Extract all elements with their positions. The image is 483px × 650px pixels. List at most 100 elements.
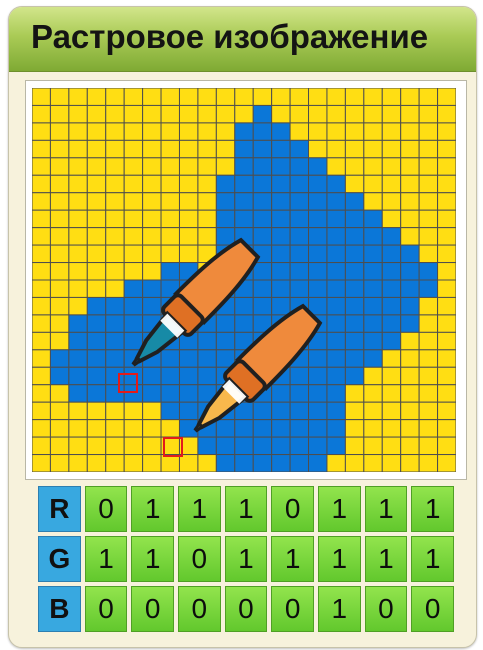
pixel-cell bbox=[309, 350, 327, 367]
pixel-cell bbox=[235, 315, 253, 332]
pixel-cell bbox=[364, 228, 382, 245]
pixel-cell bbox=[50, 175, 68, 192]
pixel-cell bbox=[50, 385, 68, 402]
pixel-cell bbox=[198, 455, 216, 472]
pixel-cell bbox=[290, 175, 308, 192]
pixel-cell bbox=[161, 455, 179, 472]
pixel-cell bbox=[382, 123, 400, 140]
pixel-cell bbox=[235, 402, 253, 419]
bit-cell: 0 bbox=[411, 586, 454, 632]
pixel-cell bbox=[309, 263, 327, 280]
pixel-cell bbox=[419, 210, 437, 227]
pixel-cell bbox=[69, 455, 87, 472]
pixel-cell bbox=[106, 420, 124, 437]
pixel-cell bbox=[32, 193, 50, 210]
pixel-cell bbox=[345, 385, 363, 402]
pixel-cell bbox=[272, 88, 290, 105]
pixel-cell bbox=[401, 367, 419, 384]
pixel-cell bbox=[345, 367, 363, 384]
pixel-cell bbox=[382, 228, 400, 245]
pixel-cell bbox=[143, 402, 161, 419]
pixel-cell bbox=[124, 193, 142, 210]
pixel-cell bbox=[124, 88, 142, 105]
pixel-cell bbox=[216, 350, 234, 367]
pixel-cell bbox=[216, 385, 234, 402]
pixel-cell bbox=[87, 158, 105, 175]
pixel-cell bbox=[327, 437, 345, 454]
pixel-cell bbox=[419, 88, 437, 105]
pixel-cell bbox=[364, 332, 382, 349]
pixel-cell bbox=[382, 158, 400, 175]
pixel-cell bbox=[50, 140, 68, 157]
pixel-cell bbox=[216, 455, 234, 472]
pixel-cell bbox=[161, 420, 179, 437]
pixel-cell bbox=[364, 402, 382, 419]
pixel-cell bbox=[419, 315, 437, 332]
pixel-cell bbox=[401, 385, 419, 402]
pixel-cell bbox=[309, 105, 327, 122]
pixel-cell bbox=[198, 420, 216, 437]
pixel-cell bbox=[419, 245, 437, 262]
pixel-cell bbox=[124, 437, 142, 454]
pixel-cell bbox=[290, 228, 308, 245]
rgb-row-g: G 1 1 0 1 1 1 1 1 bbox=[38, 536, 454, 582]
pixel-cell bbox=[345, 140, 363, 157]
pixel-cell bbox=[272, 140, 290, 157]
pixel-cell bbox=[253, 263, 271, 280]
pixel-grid bbox=[32, 88, 456, 472]
pixel-cell bbox=[345, 88, 363, 105]
pixel-cell bbox=[179, 402, 197, 419]
pixel-cell bbox=[438, 297, 456, 314]
pixel-cell bbox=[143, 280, 161, 297]
pixel-cell bbox=[87, 297, 105, 314]
pixel-cell bbox=[216, 158, 234, 175]
pixel-cell bbox=[345, 297, 363, 314]
pixel-cell bbox=[290, 332, 308, 349]
pixel-cell bbox=[87, 350, 105, 367]
pixel-cell bbox=[87, 228, 105, 245]
pixel-cell bbox=[143, 455, 161, 472]
pixel-cell bbox=[216, 175, 234, 192]
pixel-cell bbox=[235, 297, 253, 314]
yellow-sample-marker bbox=[163, 437, 183, 457]
pixel-cell bbox=[216, 210, 234, 227]
pixel-cell bbox=[143, 123, 161, 140]
pixel-cell bbox=[438, 385, 456, 402]
pixel-cell bbox=[32, 88, 50, 105]
pixel-cell bbox=[272, 297, 290, 314]
pixel-cell bbox=[345, 228, 363, 245]
pixel-cell bbox=[179, 175, 197, 192]
pixel-cell bbox=[253, 280, 271, 297]
channel-label: R bbox=[38, 486, 81, 532]
pixel-cell bbox=[50, 315, 68, 332]
pixel-cell bbox=[309, 455, 327, 472]
pixel-cell bbox=[106, 140, 124, 157]
pixel-cell bbox=[87, 315, 105, 332]
pixel-cell bbox=[198, 437, 216, 454]
pixel-cell bbox=[198, 332, 216, 349]
pixel-cell bbox=[124, 123, 142, 140]
pixel-cell bbox=[327, 297, 345, 314]
rgb-table-wrap: R 0 1 1 1 0 1 1 1 G 1 1 0 1 1 1 1 1 bbox=[34, 482, 458, 636]
pixel-cell bbox=[253, 367, 271, 384]
pixel-cell bbox=[253, 297, 271, 314]
pixel-cell bbox=[216, 193, 234, 210]
pixel-cell bbox=[382, 437, 400, 454]
channel-label: G bbox=[38, 536, 81, 582]
pixel-cell bbox=[253, 228, 271, 245]
pixel-cell bbox=[272, 367, 290, 384]
pixel-cell bbox=[69, 210, 87, 227]
bit-cell: 0 bbox=[85, 586, 128, 632]
bit-cell: 0 bbox=[85, 486, 128, 532]
pixel-cell bbox=[69, 280, 87, 297]
bit-cell: 1 bbox=[365, 486, 408, 532]
pixel-cell bbox=[50, 263, 68, 280]
pixel-cell bbox=[179, 297, 197, 314]
pixel-cell bbox=[198, 158, 216, 175]
pixel-cell bbox=[364, 105, 382, 122]
pixel-cell bbox=[290, 297, 308, 314]
pixel-cell bbox=[364, 297, 382, 314]
pixel-cell bbox=[143, 193, 161, 210]
pixel-cell bbox=[198, 385, 216, 402]
pixel-cell bbox=[290, 350, 308, 367]
